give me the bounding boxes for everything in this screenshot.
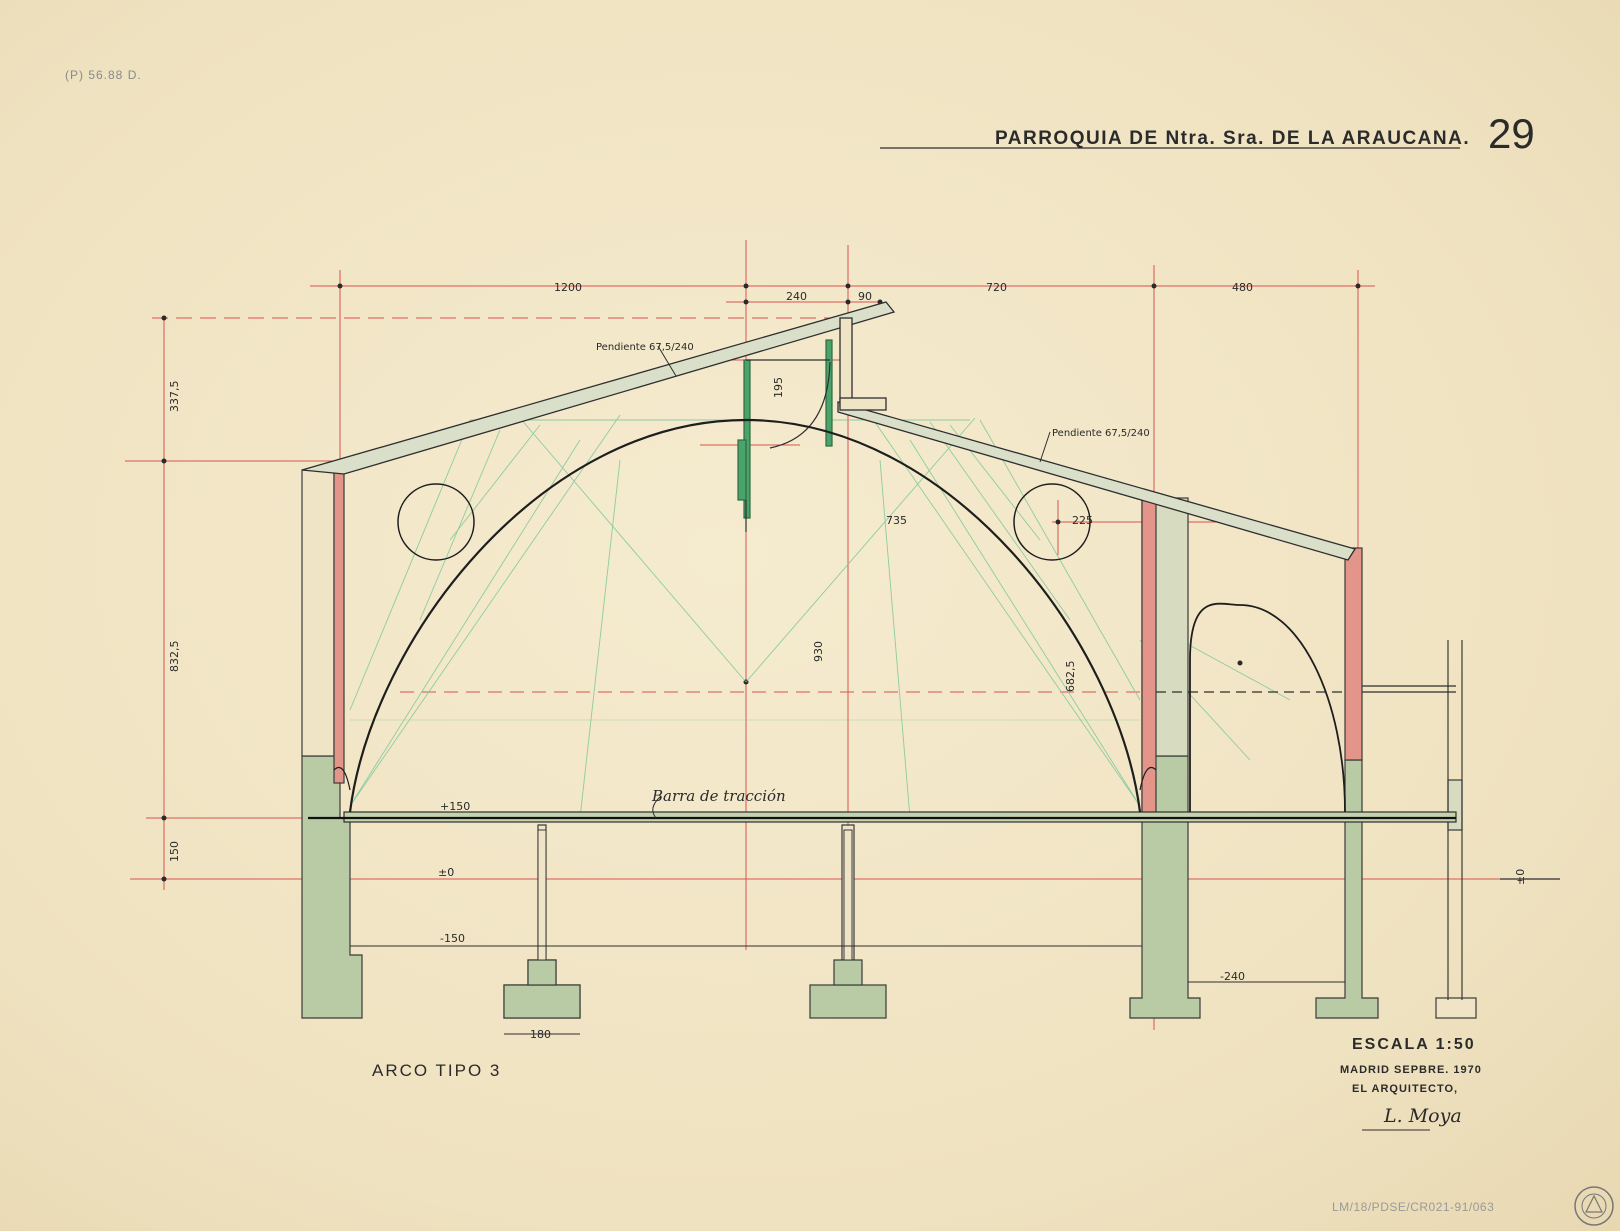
round-window-left xyxy=(397,483,475,561)
green-line xyxy=(879,459,911,819)
tick xyxy=(845,283,851,289)
dim-480: 480 xyxy=(1232,281,1253,294)
place-date: MADRID SEPBRE. 1970 xyxy=(1340,1064,1482,1076)
pier-1 xyxy=(537,829,547,961)
ridge-arc xyxy=(769,361,831,449)
dim-1200: 1200 xyxy=(554,281,582,294)
footing-1-neck xyxy=(527,959,557,986)
arch-spring-right xyxy=(1139,766,1157,791)
scale-label: ESCALA 1:50 xyxy=(1352,1036,1476,1053)
ridge-post-2 xyxy=(737,439,747,501)
etsam-seal-icon xyxy=(1574,1186,1614,1226)
dimension-texts: 1200 240 90 720 480 337,5 832,5 150 195 … xyxy=(168,281,1527,1041)
side-arch xyxy=(1189,602,1346,813)
ridge-post-3 xyxy=(825,339,833,447)
tick xyxy=(161,815,167,821)
green-line xyxy=(449,424,541,541)
slope-left-label: Pendiente 67,5/240 xyxy=(596,342,694,353)
pier-2 xyxy=(843,829,853,961)
level-zero-right: ±0 xyxy=(1514,869,1527,885)
leader-tie-bar xyxy=(652,796,661,819)
tick xyxy=(1237,660,1243,666)
green-line xyxy=(909,439,1141,807)
clerestory-post xyxy=(839,317,853,407)
roof-left-slab xyxy=(301,301,896,475)
green-line xyxy=(869,414,1141,807)
green-line xyxy=(929,421,1071,621)
tick xyxy=(743,299,749,305)
archive-reference-bottom: LM/18/PDSE/CR021-91/063 xyxy=(1332,1200,1495,1214)
round-window-right xyxy=(1013,483,1091,561)
tick xyxy=(1355,283,1361,289)
mid-wall-red-column xyxy=(1141,497,1157,821)
right-wall-base xyxy=(1315,759,1379,1019)
slope-right-label: Pendiente 67,5/240 xyxy=(1052,428,1150,439)
left-wall-red-column xyxy=(333,464,345,784)
green-line xyxy=(519,417,747,683)
dim-832: 832,5 xyxy=(168,641,181,673)
walls xyxy=(301,464,1463,1000)
green-line xyxy=(349,414,621,807)
tick xyxy=(845,299,851,305)
dim-930: 930 xyxy=(812,641,825,662)
dim-240: 240 xyxy=(786,290,807,303)
level-zero: ±0 xyxy=(438,866,454,879)
tick xyxy=(161,876,167,882)
foundations xyxy=(301,755,1477,1019)
roof-right-slab xyxy=(837,401,1357,561)
main-arch xyxy=(348,418,1142,813)
archive-reference-top: (P) 56.88 D. xyxy=(65,68,142,82)
gutter-box xyxy=(839,397,887,411)
leaders xyxy=(652,345,1051,819)
dim-195: 195 xyxy=(772,377,785,398)
footing-1-base xyxy=(503,984,581,1019)
green-line xyxy=(1179,639,1291,701)
left-wall xyxy=(301,469,335,757)
footing-2-base xyxy=(809,984,887,1019)
level-plus150: +150 xyxy=(440,800,470,813)
green-construction-lines xyxy=(349,414,1291,819)
right-wall-red-column xyxy=(1344,547,1363,761)
green-line xyxy=(579,459,621,819)
far-right-footing xyxy=(1435,997,1477,1019)
leader-slope-left xyxy=(657,345,677,377)
arch-spring-left xyxy=(333,766,351,791)
dim-337: 337,5 xyxy=(168,381,181,413)
green-line xyxy=(419,429,501,621)
dim-150: 150 xyxy=(168,841,181,862)
roof xyxy=(301,301,1357,561)
tick xyxy=(161,315,167,321)
footing-2-neck xyxy=(833,959,863,986)
green-line xyxy=(745,417,976,683)
architect-label: EL ARQUITECTO, xyxy=(1352,1083,1459,1095)
piers xyxy=(537,829,853,961)
tick xyxy=(1055,519,1061,525)
sheet-title: PARROQUIA DE Ntra. Sra. DE LA ARAUCANA. xyxy=(995,128,1471,149)
floor xyxy=(308,685,1560,983)
dim-225: 225 xyxy=(1072,514,1093,527)
architect-signature: L. Moya xyxy=(1384,1105,1462,1127)
green-line xyxy=(349,419,471,711)
dim-735: 735 xyxy=(886,514,907,527)
green-line xyxy=(979,419,1141,701)
level-minus150: -150 xyxy=(440,932,465,945)
level-minus240: -240 xyxy=(1220,970,1245,983)
tick xyxy=(337,283,343,289)
tick xyxy=(161,458,167,464)
ridge-detail xyxy=(737,339,833,532)
dim-90: 90 xyxy=(858,290,872,303)
dim-682: 682,5 xyxy=(1064,661,1077,693)
tie-bar-label: Barra de tracción xyxy=(652,787,786,805)
dim-720: 720 xyxy=(986,281,1007,294)
tick xyxy=(1151,283,1157,289)
green-line xyxy=(349,439,581,807)
tick xyxy=(743,283,749,289)
drawing-subtitle: ARCO TIPO 3 xyxy=(372,1061,502,1080)
leader-slope-right xyxy=(1039,431,1051,463)
sheet-number: 29 xyxy=(1488,110,1535,157)
